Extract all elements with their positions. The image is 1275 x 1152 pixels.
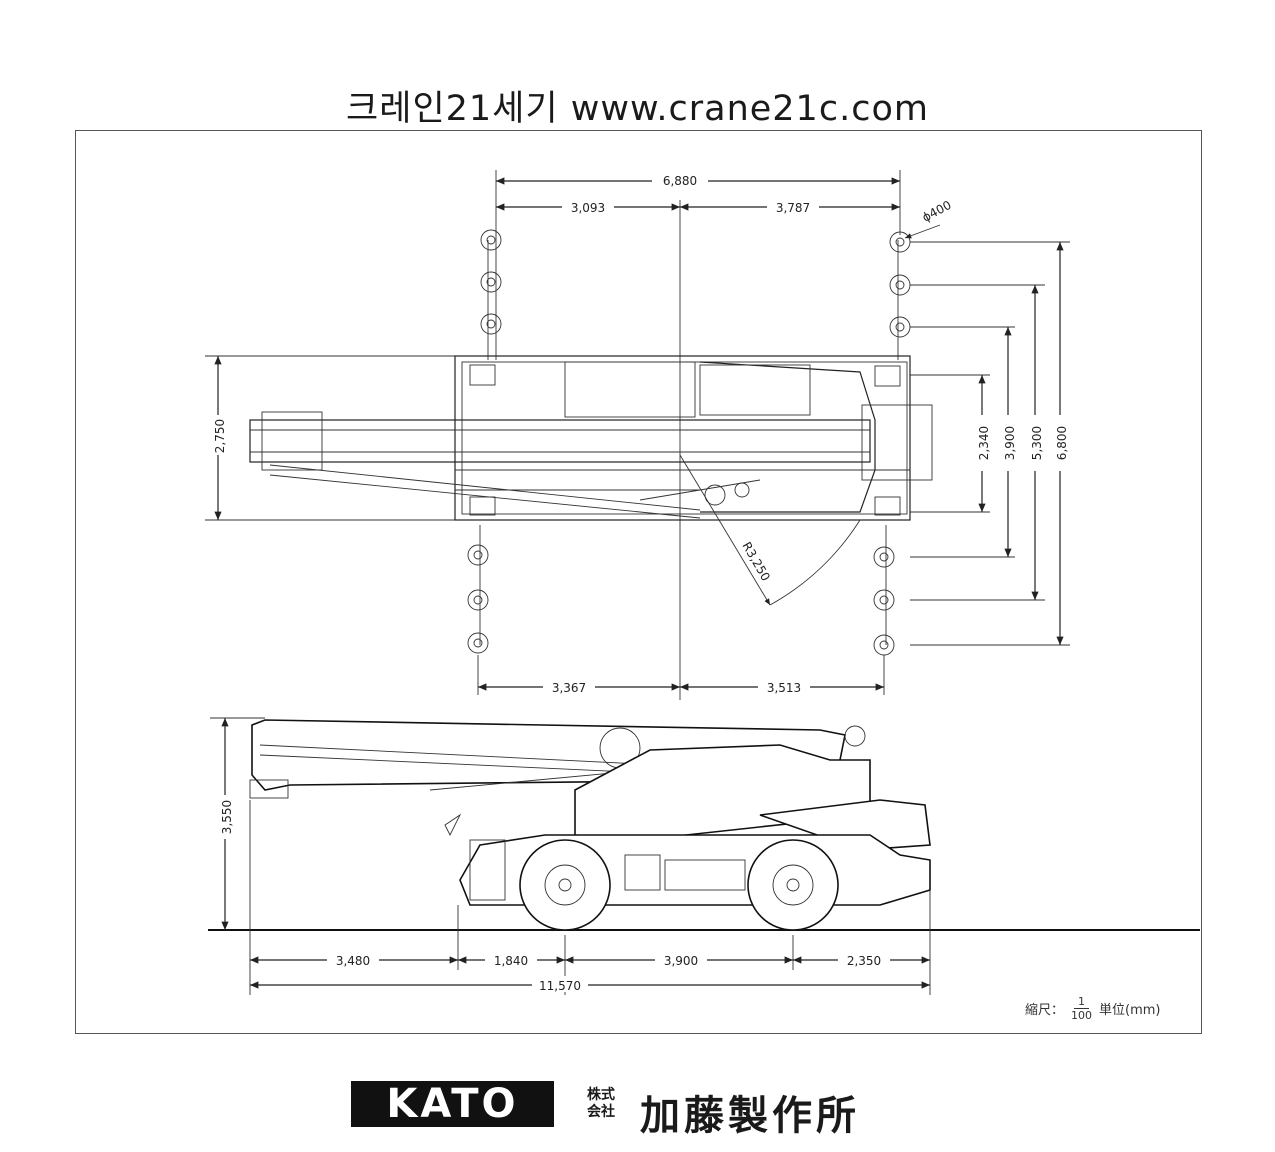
company-name: 加藤製作所 xyxy=(640,1093,860,1139)
scale-denominator: 100 xyxy=(1071,1009,1093,1022)
dim-height: 3,550 xyxy=(220,800,234,834)
scale-label: 縮尺： xyxy=(1025,1003,1065,1018)
scale-numerator: 1 xyxy=(1074,995,1090,1009)
dim-outrigger-2340: 2,340 xyxy=(977,426,991,460)
drawing-frame xyxy=(75,130,1202,1034)
dim-outrigger-6800: 6,800 xyxy=(1055,426,1069,460)
wheel-front xyxy=(519,839,611,931)
scale-fraction: 1 100 xyxy=(1071,995,1092,1022)
kabushiki-top: 株式 xyxy=(587,1087,615,1103)
kabushiki-bottom: 会社 xyxy=(587,1104,615,1120)
dim-overall-length: 11,570 xyxy=(539,979,581,993)
outrigger-pads-right xyxy=(873,231,911,656)
kabushiki-kaisha: 株式 会社 xyxy=(584,1087,618,1121)
dim-segment-4: 2,350 xyxy=(847,954,881,968)
dim-pad-diameter: ϕ400 xyxy=(920,198,954,225)
dim-outrigger-3900: 3,900 xyxy=(1003,426,1017,460)
dim-swing-radius: R3,250 xyxy=(739,540,772,584)
side-view: 3,550 xyxy=(208,717,1200,995)
kato-logo: KATO xyxy=(351,1081,554,1127)
wheel-rear xyxy=(747,839,839,931)
scale-unit: 単位(mm) xyxy=(1099,1003,1161,1018)
plan-view: 6,880 3,093 3,787 ϕ400 xyxy=(205,170,1070,700)
dim-body-width: 2,750 xyxy=(213,419,227,453)
dim-outrigger-5300: 5,300 xyxy=(1030,426,1044,460)
dim-bottom-right: 3,513 xyxy=(767,681,801,695)
page-title: 크레인21세기 www.crane21c.com xyxy=(346,89,929,129)
dim-overall-width: 6,880 xyxy=(663,174,697,188)
dim-width-right: 3,787 xyxy=(776,201,810,215)
dim-segment-1: 3,480 xyxy=(336,954,370,968)
dim-width-left: 3,093 xyxy=(571,201,605,215)
scale-note: 縮尺： 1 100 単位(mm) xyxy=(1025,995,1161,1022)
dim-segment-2: 1,840 xyxy=(494,954,528,968)
dim-segment-3: 3,900 xyxy=(664,954,698,968)
outrigger-pads-left xyxy=(467,229,502,654)
dim-bottom-left: 3,367 xyxy=(552,681,586,695)
